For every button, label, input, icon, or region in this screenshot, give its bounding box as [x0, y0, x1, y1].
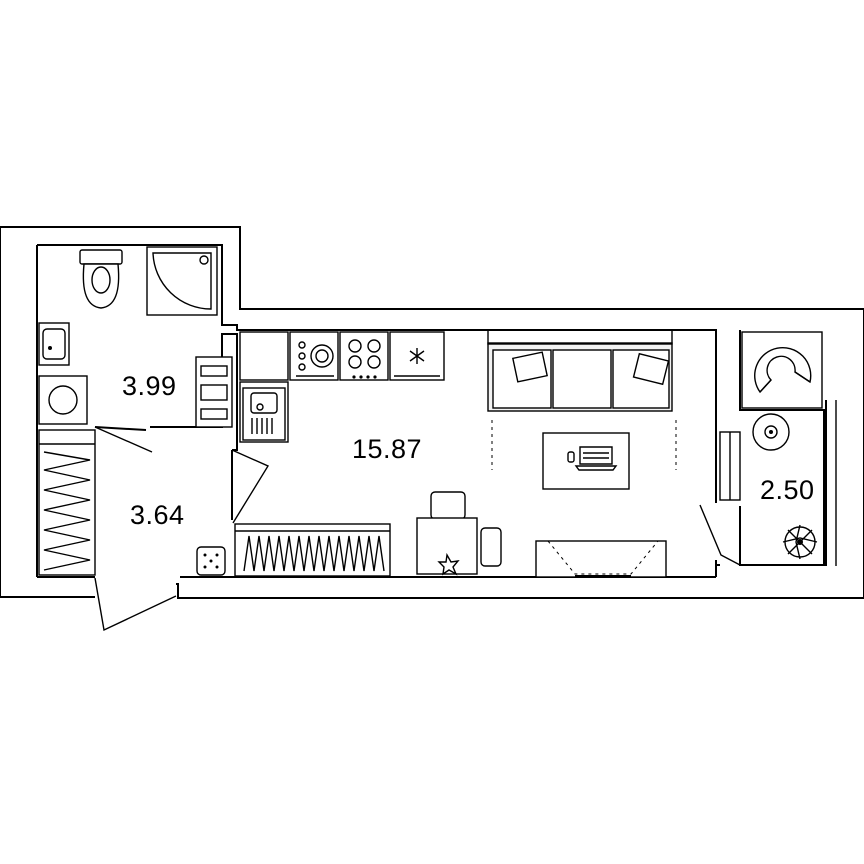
- bath-door-leaf: [94, 426, 153, 453]
- bath-sink-icon: [38, 322, 70, 366]
- toilet-icon: [79, 249, 123, 309]
- sofa-icon: [487, 329, 673, 412]
- plant-icon: [782, 524, 818, 560]
- kitchen-block: [239, 331, 445, 443]
- balcony-table-icon: [752, 413, 790, 451]
- towel-rack-icon: [195, 356, 233, 428]
- living-area-label: 15.87: [352, 434, 423, 464]
- entry-door-leaf: [94, 577, 177, 632]
- washing-machine-icon: [38, 375, 88, 425]
- shower-icon: [146, 246, 218, 316]
- hallway-area-label: 3.64: [130, 500, 185, 530]
- hall-wardrobe-icon: [38, 429, 96, 576]
- utility-box-icon: [196, 546, 226, 576]
- balcony-wall: [739, 330, 825, 566]
- room-door-leaf: [231, 449, 270, 524]
- balcony-armchair-icon: [741, 331, 823, 409]
- bath-wall-bottom-left: [94, 426, 147, 431]
- room-wardrobe-icon: [234, 523, 391, 577]
- tv-stand-icon: [535, 540, 667, 578]
- bathroom-area-label: 3.99: [122, 371, 177, 401]
- balcony-door-leaf: [699, 504, 741, 566]
- desk-icon: [416, 491, 502, 576]
- coffee-table-icon: [542, 432, 630, 490]
- balcony-area-label: 2.50: [760, 475, 815, 505]
